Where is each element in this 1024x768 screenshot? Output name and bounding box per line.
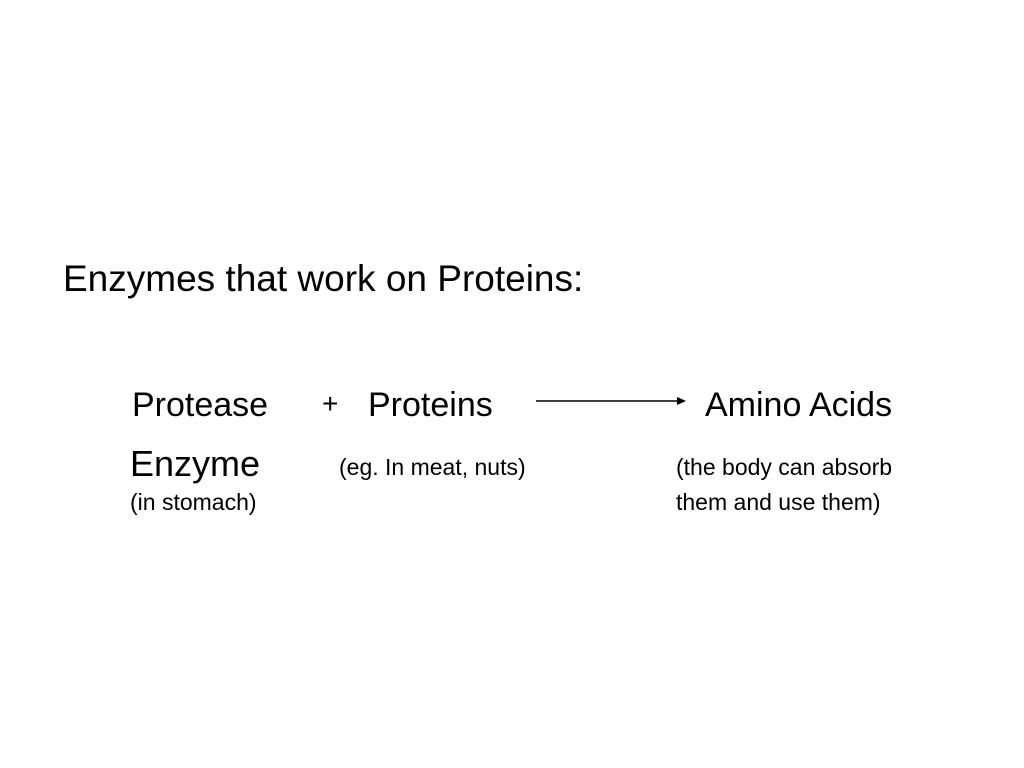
reaction-arrow-icon xyxy=(536,397,686,405)
substrate-example-note: (eg. In meat, nuts) xyxy=(339,454,526,480)
enzyme-label: Enzyme xyxy=(130,443,261,484)
amino-acids-label: Amino Acids xyxy=(705,386,893,424)
product-note-line2: them and use them) xyxy=(676,489,881,515)
protease-label: Protease xyxy=(132,386,269,424)
slide-title: Enzymes that work on Proteins: xyxy=(63,258,584,299)
plus-sign: + xyxy=(322,388,339,419)
proteins-label: Proteins xyxy=(368,386,493,424)
enzyme-location-note: (in stomach) xyxy=(130,489,257,515)
product-note-line1: (the body can absorb xyxy=(676,454,893,480)
